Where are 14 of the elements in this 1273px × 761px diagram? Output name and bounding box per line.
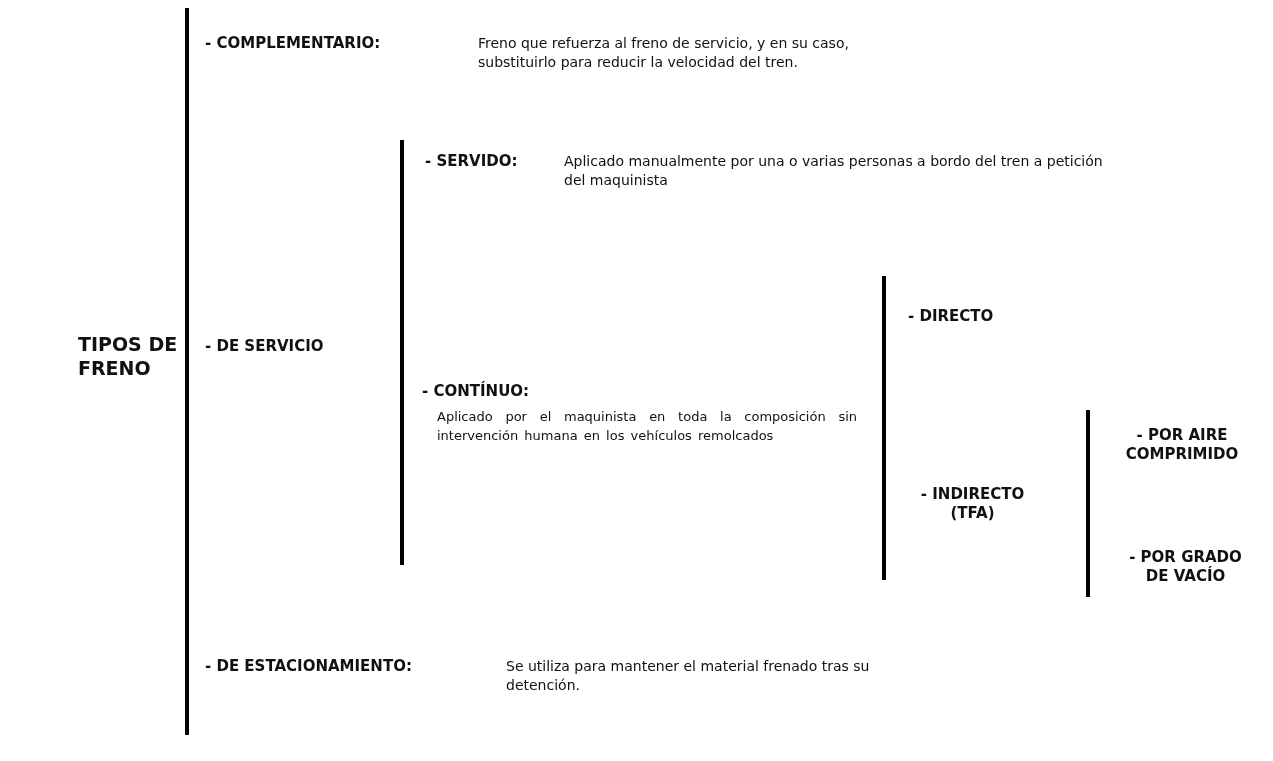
- description-text: Aplicado por el maquinista en toda la composición sin intervención humana en los vehículos remolcados: [437, 408, 857, 445]
- category-label: - SERVIDO:: [425, 152, 519, 171]
- category-label: - DE SERVICIO: [205, 337, 325, 356]
- category-label: - DIRECTO: [908, 307, 995, 326]
- category-label: - INDIRECTO (TFA): [919, 485, 1026, 523]
- heading: TIPOS DE FRENO: [78, 332, 178, 380]
- category-label: - CONTÍNUO:: [422, 382, 531, 401]
- category-label: - DE ESTACIONAMIENTO:: [205, 657, 413, 676]
- description-text: Aplicado manualmente por una o varias personas a bordo del tren a petición del maquinista: [564, 152, 1104, 190]
- category-label: - POR AIRE COMPRIMIDO: [1124, 426, 1240, 464]
- description-text: Se utiliza para mantener el material frenado tras su detención.: [506, 657, 871, 695]
- category-label: - POR GRADO DE VACÍO: [1128, 548, 1243, 586]
- description-text: Freno que refuerza al freno de servicio, y en su caso, substituirlo para reducir la velocidad del tren.: [478, 34, 850, 72]
- category-label: - COMPLEMENTARIO:: [205, 34, 382, 53]
